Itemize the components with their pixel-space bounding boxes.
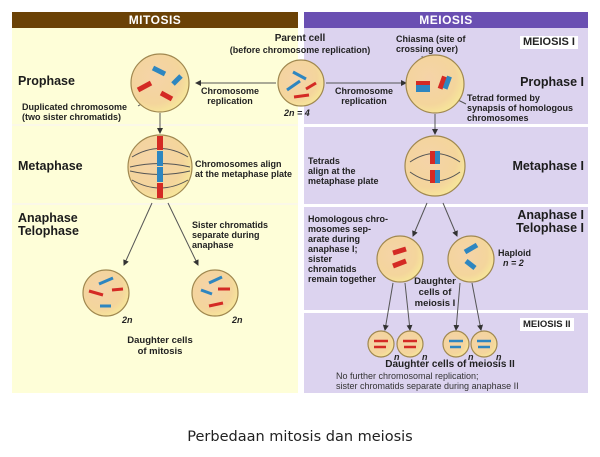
ploidy-right: 2n: [232, 315, 243, 325]
haploid-line2: n = 2: [503, 258, 524, 268]
meiosis2-daughter-cell-2: [396, 330, 424, 358]
mitosis-daughter-cell-right: [191, 269, 239, 317]
mitosis-telophase-label: Telophase: [18, 224, 79, 238]
chromosome-red: [305, 81, 317, 91]
homolog-line: Homologous chro-: [308, 214, 388, 224]
tetrad-line3: chromosomes: [467, 113, 529, 123]
sister-chromatids-label: (two sister chromatids): [22, 112, 122, 122]
mitosis-prophase-cell: [130, 53, 190, 113]
tetrad-line1: Tetrad formed by: [467, 93, 540, 103]
homolog-line: remain together: [308, 274, 377, 284]
tetrads-line2: align at the: [308, 166, 356, 176]
ploidy-n: n: [394, 352, 400, 362]
chiasma-line1: Chiasma (site of: [396, 34, 466, 44]
arrow-meiosis-daughter-right: [442, 202, 458, 237]
arrow-mitosis-daughter-left: [123, 202, 153, 266]
meiosis-metaphase1-cell: [404, 135, 466, 197]
metaphase1-label: Metaphase I: [512, 159, 584, 173]
mitosis-metaphase-label: Metaphase: [18, 159, 83, 173]
replication-left-line1: Chromosome: [200, 86, 259, 96]
mitosis-daughter-line1: Daughter cells: [127, 335, 193, 346]
meiosis1-daughter-line: meiosis I: [414, 298, 456, 309]
chromosome-red: [293, 93, 310, 99]
parent-cell-subtitle: (before chromosome replication): [229, 45, 371, 55]
replication-right-line1: Chromosome: [334, 86, 393, 96]
sister-separate-line2: separate during: [192, 230, 260, 240]
meiosis1-daughter-cell-right: [447, 235, 495, 283]
arrow-meiosis2-2: [404, 282, 413, 331]
homolog-line: chromatids: [308, 264, 357, 274]
prophase1-label: Prophase I: [520, 75, 584, 89]
meiosis2-daughter-cell-1: [367, 330, 395, 358]
homolog-line: anaphase I;: [308, 244, 358, 254]
arrows: [123, 55, 484, 331]
ploidy-n: n: [496, 352, 502, 362]
tetrad-line2: synapsis of homologous: [467, 103, 574, 113]
arrow-mitosis-daughter-right: [167, 202, 199, 266]
sister-separate-line1: Sister chromatids: [192, 220, 269, 230]
sister-separate-line3: anaphase: [192, 240, 234, 250]
parent-cell-title: Parent cell: [274, 33, 326, 44]
meiosis1-daughter-cell-left: [376, 235, 424, 283]
mitosis-band-separator: [12, 124, 298, 126]
meiosis2-daughter-cell-4: [470, 330, 498, 358]
mitosis-prophase-label: Prophase: [18, 74, 75, 88]
meiosis2-line2: sister chromatids separate during anapha…: [336, 381, 519, 391]
arrow-meiosis2-1: [382, 282, 394, 331]
meiosis2-daughter-title: Daughter cells of meiosis II: [385, 359, 515, 370]
ploidy-left: 2n: [122, 315, 133, 325]
replication-left-line2: replication: [207, 96, 253, 106]
duplicated-chromosome-label: Duplicated chromosome: [22, 102, 128, 112]
meiosis1-tag: MEIOSIS I: [520, 36, 578, 49]
tetrads-line1: Tetrads: [308, 156, 340, 166]
chiasma-line2: crossing over): [396, 44, 459, 54]
chromosome-blue: [286, 79, 301, 92]
meiosis-header: MEIOSIS: [304, 12, 588, 28]
meiosis2-daughter-cell-3: [442, 330, 470, 358]
meiosis2-tag: MEIOSIS II: [520, 318, 574, 331]
parent-cell: [277, 59, 325, 107]
meiosis1-daughter-line: cells of: [418, 287, 452, 298]
parent-ploidy: 2n = 4: [284, 108, 310, 118]
telophase1-label: Telophase I: [516, 221, 584, 235]
mitosis-header: MITOSIS: [12, 12, 298, 28]
anaphase1-label: Anaphase I: [517, 208, 584, 222]
align-label-line2: at the metaphase plate: [195, 169, 293, 179]
replication-right-line2: replication: [341, 96, 387, 106]
mitosis-daughter-cell-left: [82, 269, 130, 317]
mitosis-daughter-line2: of mitosis: [137, 346, 183, 357]
homolog-line: arate during: [308, 234, 361, 244]
arrow-meiosis2-3: [453, 282, 461, 331]
mitosis-anaphase-label: Anaphase: [18, 211, 78, 225]
align-label-line1: Chromosomes align: [195, 159, 282, 169]
ploidy-n: n: [468, 352, 474, 362]
homolog-line: sister: [308, 254, 333, 264]
chromosome-blue: [292, 70, 307, 81]
meiosis-prophase1-cell: [405, 54, 465, 114]
meiosis2-line1: No further chromosomal replication;: [336, 371, 479, 381]
arrow-meiosis2-4: [471, 282, 484, 331]
haploid-line1: Haploid: [498, 248, 531, 258]
meiosis1-daughter-line: Daughter: [414, 276, 456, 287]
tetrads-line3: metaphase plate: [308, 176, 379, 186]
mitosis-metaphase-cell: [127, 134, 193, 200]
mitosis-band-separator: [12, 203, 298, 205]
meiosis-band-anaphase: [304, 207, 588, 310]
arrow-meiosis-daughter-left: [412, 202, 428, 237]
ploidy-n: n: [422, 352, 428, 362]
homolog-line: mosomes sep-: [308, 224, 372, 234]
figure-caption: Perbedaan mitosis dan meiosis: [187, 429, 413, 445]
